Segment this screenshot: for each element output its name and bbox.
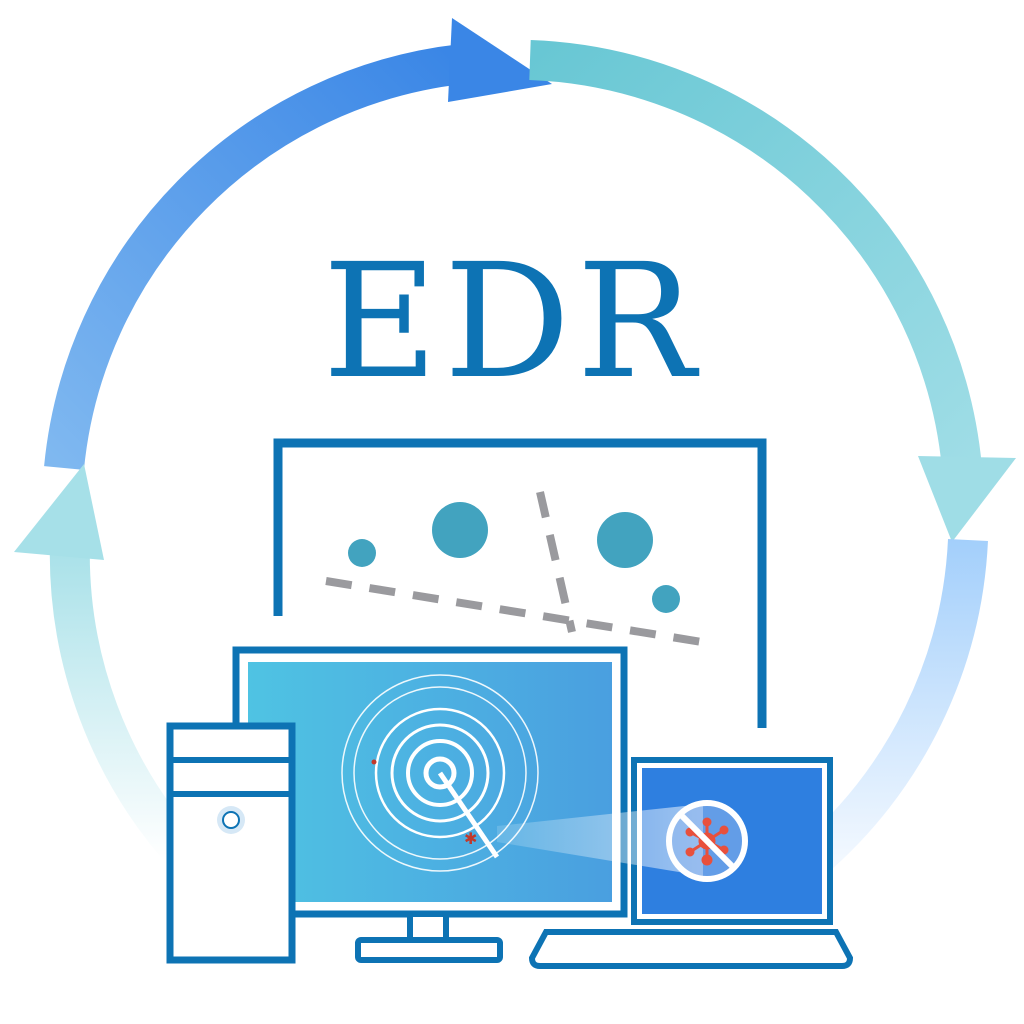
panel-frame	[273, 438, 767, 728]
cycle-arrowhead-right	[918, 456, 1016, 542]
cycle-arc-bottom-right	[798, 539, 988, 876]
pc-tower-icon	[166, 722, 296, 964]
cycle-arrowhead-left	[14, 464, 104, 560]
scan-beam	[497, 804, 703, 876]
graph-node	[597, 512, 653, 568]
graph-node	[432, 502, 488, 558]
blocked-virus-icon	[666, 800, 748, 882]
desktop-monitor-icon: ✱	[232, 646, 628, 918]
graph-dashed-vertical	[536, 491, 576, 633]
tower-case	[166, 722, 296, 964]
page-title: EDR	[322, 230, 702, 414]
cycle-arrows-icon	[14, 18, 1016, 876]
cycle-arrowhead-top	[448, 18, 552, 102]
radar-blip	[371, 759, 377, 765]
laptop-base	[528, 929, 854, 969]
cycle-arc-top-right	[529, 40, 982, 470]
graph-node	[348, 539, 376, 567]
network-graph-panel-icon	[273, 438, 767, 728]
monitor-stand	[355, 911, 503, 963]
cycle-arc-bottom-left	[49, 539, 205, 874]
graph-node	[652, 585, 680, 613]
radar-target-mark: ✱	[464, 829, 477, 848]
cycle-arc-top-left	[44, 44, 465, 470]
radar-scan-icon	[341, 674, 539, 872]
graph-dashed-horizontal	[325, 577, 703, 646]
